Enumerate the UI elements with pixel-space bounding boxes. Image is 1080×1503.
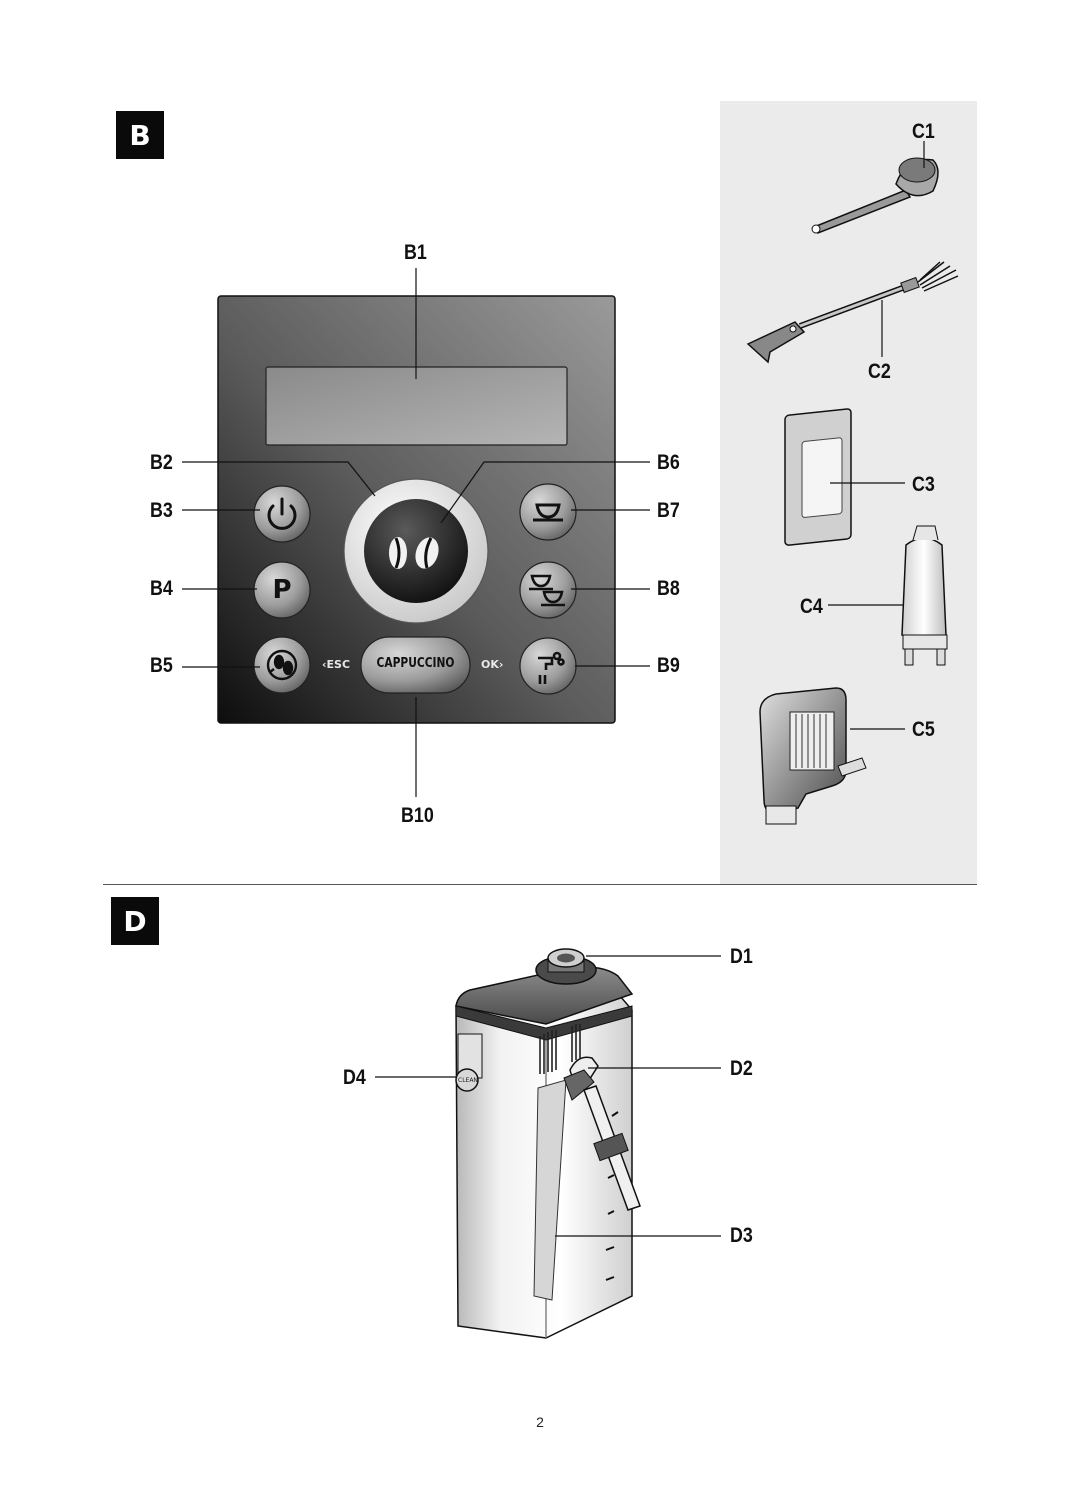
- callout-b3: B3: [150, 499, 173, 522]
- cappuccino-button[interactable]: [360, 636, 471, 694]
- callout-c5: C5: [912, 718, 935, 741]
- coffee-beans-icon: [389, 537, 439, 569]
- section-divider: [103, 884, 977, 885]
- callout-b9: B9: [657, 654, 680, 677]
- hot-water-icon: [538, 651, 565, 684]
- control-knob: [535, 948, 597, 985]
- callout-c1: C1: [912, 120, 935, 143]
- ok-label: OK›: [481, 658, 504, 671]
- programming-button[interactable]: [253, 561, 311, 619]
- panel-c-callout-lines: [828, 141, 925, 730]
- cleaning-brush: [746, 261, 959, 364]
- section-b-tag: B: [116, 111, 164, 159]
- esc-label: ‹ESC: [322, 658, 351, 671]
- callout-b8: B8: [657, 577, 680, 600]
- descaler-sachet: [784, 408, 852, 546]
- callout-b1: B1: [404, 241, 427, 264]
- water-filter: [901, 525, 948, 666]
- single-cup-icon: [533, 503, 563, 522]
- programming-p-icon: P: [272, 575, 292, 605]
- callout-c4: C4: [800, 595, 823, 618]
- page-number: 2: [536, 1414, 544, 1430]
- hot-water-spout: [759, 687, 867, 825]
- hot-water-button[interactable]: [519, 637, 577, 695]
- callout-b10: B10: [401, 804, 434, 827]
- section-d-tag: D: [111, 897, 159, 945]
- callout-b2: B2: [150, 451, 173, 474]
- panel-d-callout-lines: [375, 955, 721, 1237]
- panel-b-callout-lines: [182, 268, 650, 797]
- clean-knob: [455, 1033, 483, 1092]
- measuring-scoop: [811, 157, 939, 234]
- callout-d1: D1: [730, 945, 753, 968]
- power-icon: [267, 497, 297, 530]
- callout-b6: B6: [657, 451, 680, 474]
- rinse-icon: [266, 649, 298, 681]
- callout-d2: D2: [730, 1057, 753, 1080]
- callout-c2: C2: [868, 360, 891, 383]
- callout-b5: B5: [150, 654, 173, 677]
- callout-c3: C3: [912, 473, 935, 496]
- single-coffee-button[interactable]: [519, 483, 577, 541]
- callout-b7: B7: [657, 499, 680, 522]
- double-cup-icon: [529, 574, 565, 607]
- cappuccino-label: CAPPUCCINO: [376, 656, 455, 671]
- callout-b4: B4: [150, 577, 173, 600]
- callout-d3: D3: [730, 1224, 753, 1247]
- milk-outlet-tube: [563, 1056, 641, 1211]
- callout-d4: D4: [343, 1066, 366, 1089]
- clean-knob-label: CLEAN: [458, 1077, 478, 1084]
- main-knob[interactable]: [364, 499, 468, 603]
